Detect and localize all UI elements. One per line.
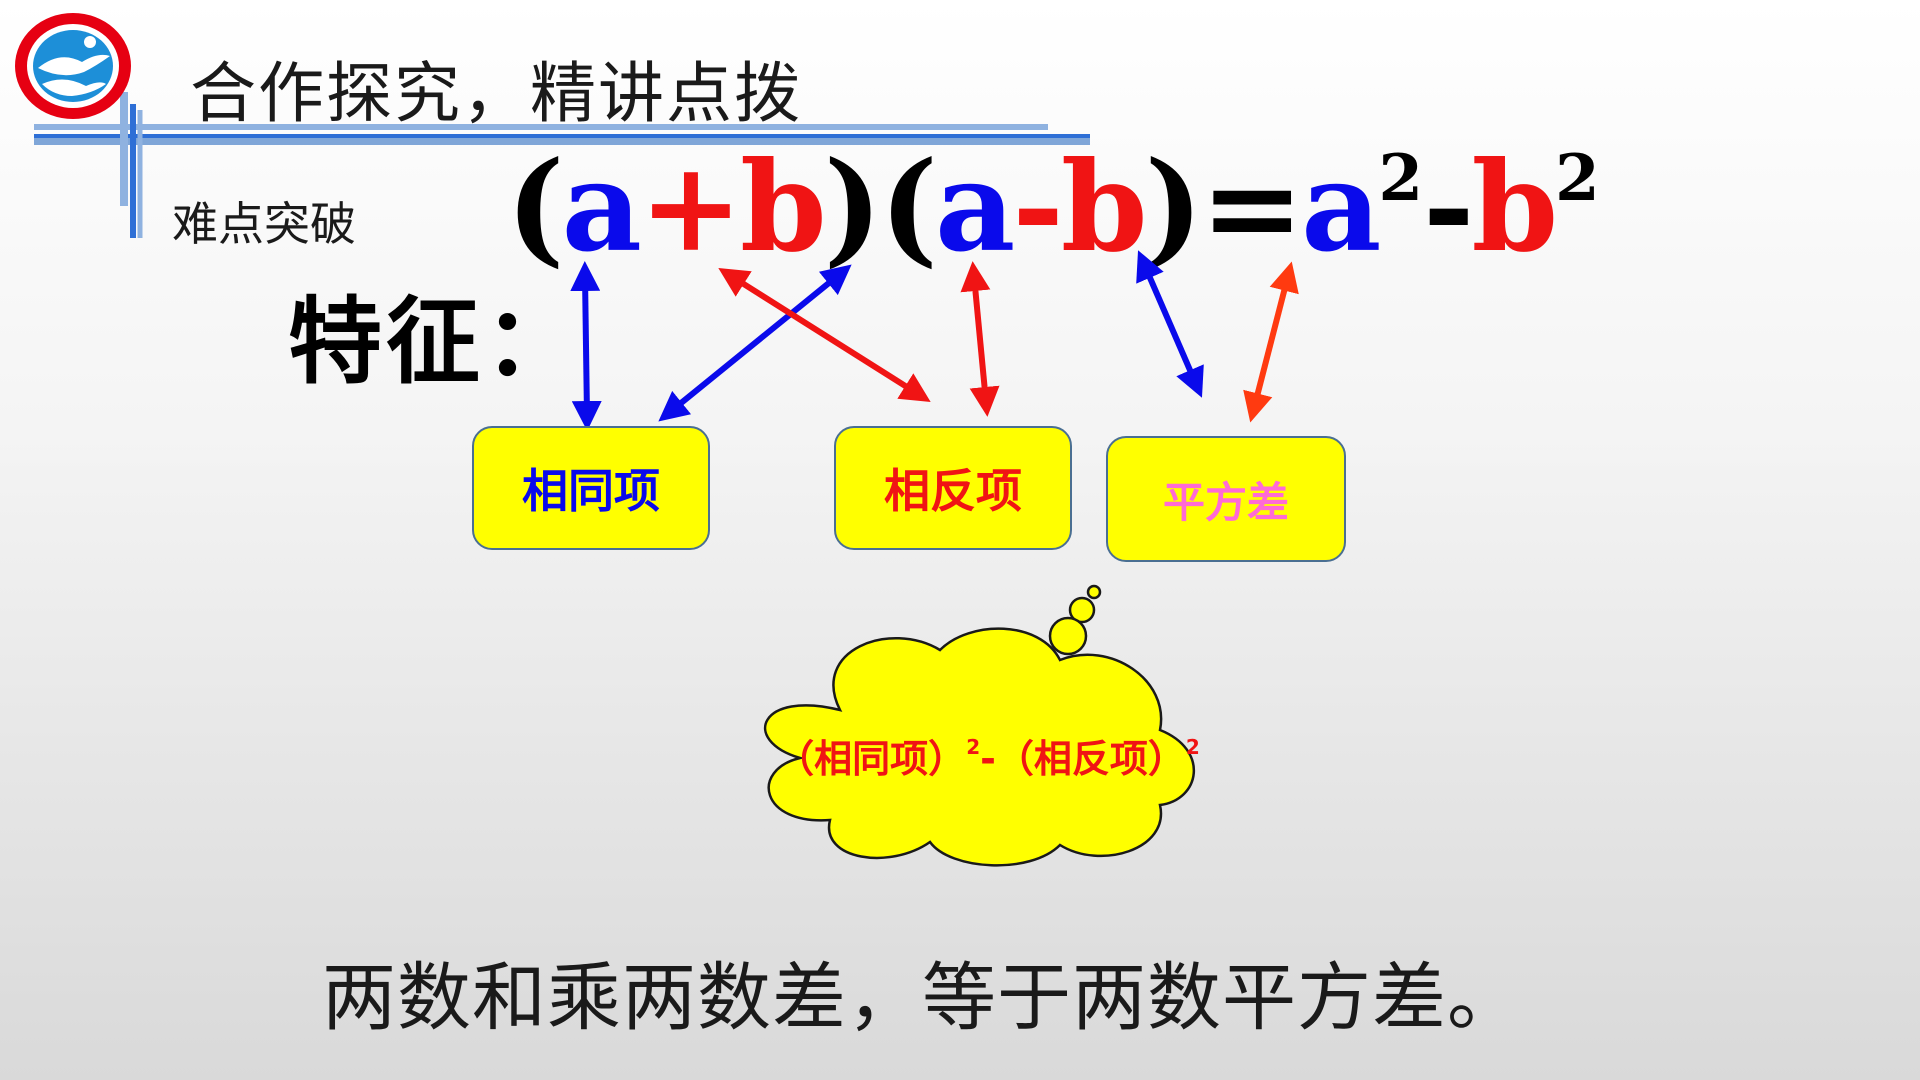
- formula-paren-open-1: (: [506, 135, 565, 280]
- square-difference-box: 平方差: [1106, 436, 1346, 562]
- opposite-terms-box: 相反项: [834, 426, 1072, 550]
- formula-exponent-1: 2: [1378, 141, 1423, 217]
- cloud-opposite-terms: （相反项）: [995, 737, 1186, 781]
- school-logo-icon: [15, 13, 131, 119]
- formula-term-a-1: a: [561, 135, 642, 280]
- formula-difference-sign: -: [1422, 135, 1474, 280]
- formula-term-b-1: b: [739, 135, 827, 280]
- formula-exponent-2: 2: [1555, 141, 1600, 217]
- slide-title: 合作探究，精讲点拨: [190, 55, 802, 132]
- formula-term-a-2: a: [934, 135, 1015, 280]
- formula-term-b-squared: b: [1471, 135, 1558, 280]
- same-terms-box: 相同项: [472, 426, 710, 550]
- formula-paren-close-1: ): [823, 135, 883, 280]
- arrow-b-squared-to-square-difference: [1243, 261, 1299, 423]
- cloud-same-terms: （相同项）: [776, 737, 967, 781]
- arrow-b2-to-opposite-terms: [960, 261, 1000, 417]
- formula-plus-sign: +: [639, 135, 743, 280]
- arrow-a1-to-same-terms: [570, 261, 602, 431]
- formula-equals-sign: =: [1200, 135, 1304, 280]
- formula-term-a-squared: a: [1301, 135, 1381, 280]
- cloud-dash: -: [980, 737, 996, 781]
- conclusion-text: 两数和乘两数差，等于两数平方差。: [322, 955, 1522, 1041]
- feature-label: 特征：: [288, 288, 583, 397]
- cloud-exponent-2: 2: [1185, 735, 1200, 759]
- formula-term-b-2: b: [1060, 135, 1148, 280]
- cloud-formula-text: （相同项）2-（相反项）2: [768, 728, 1208, 783]
- formula-minus-sign: -: [1012, 135, 1063, 280]
- formula-paren-open-2: (: [879, 135, 938, 280]
- cloud-exponent-1: 2: [966, 735, 981, 759]
- formula: (a+b)(a-b)=a2-b2: [506, 146, 1600, 270]
- arrow-a-squared-to-square-difference: [1136, 250, 1204, 398]
- arrow-a2-to-same-terms: [658, 264, 852, 422]
- thought-cloud: [763, 584, 1196, 867]
- formula-paren-close-2: ): [1144, 135, 1204, 280]
- section-subtitle: 难点突破: [172, 197, 356, 251]
- arrow-b1-to-opposite-terms: [718, 267, 931, 403]
